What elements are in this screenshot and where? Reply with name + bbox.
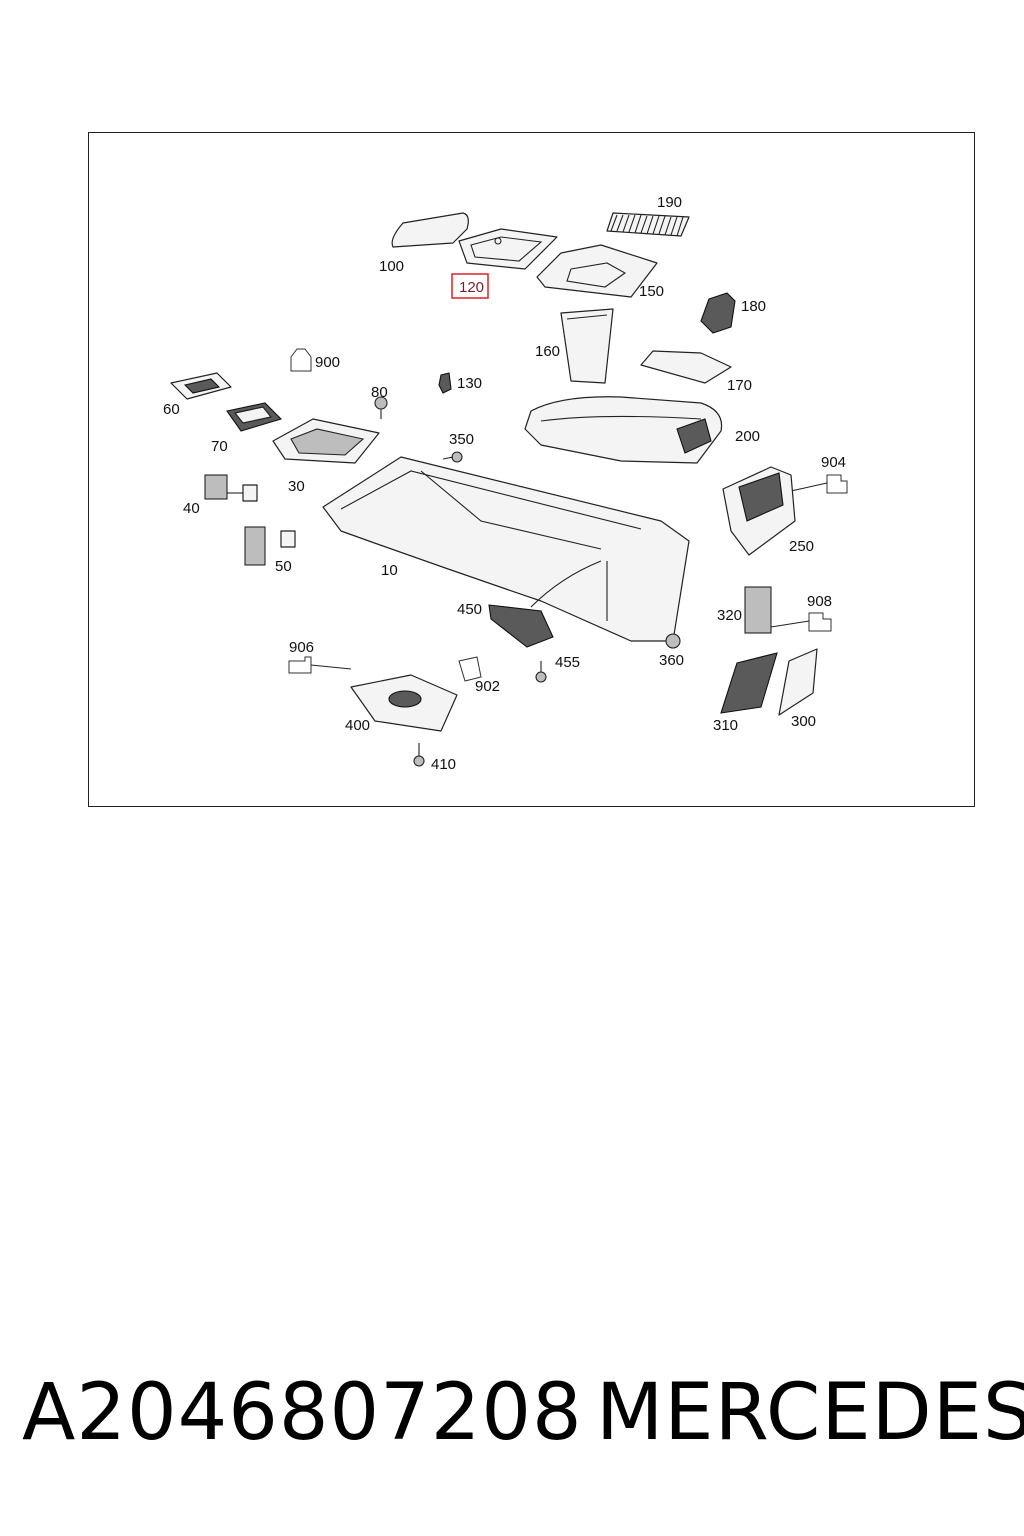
label-300: 300 xyxy=(791,713,816,730)
label-10: 10 xyxy=(381,562,398,579)
label-50: 50 xyxy=(275,558,292,575)
part-60-tray xyxy=(170,372,232,400)
connector-904 xyxy=(790,474,848,494)
part-410-screw xyxy=(413,743,425,767)
part-130-clip xyxy=(438,372,452,394)
part-450-bracket xyxy=(488,604,554,648)
footer: A2046807208 MERCEDES xyxy=(0,1368,1024,1478)
part-310-bracket xyxy=(720,652,778,714)
part-180-clip xyxy=(700,292,736,334)
part-number: A2046807208 xyxy=(22,1368,583,1458)
label-310: 310 xyxy=(713,717,738,734)
label-320: 320 xyxy=(717,607,742,624)
label-120[interactable]: 120 xyxy=(459,279,484,296)
label-80: 80 xyxy=(371,384,388,401)
label-906: 906 xyxy=(289,639,314,656)
part-320-socket xyxy=(744,586,772,634)
label-160: 160 xyxy=(535,343,560,360)
part-200-armrest xyxy=(524,396,723,464)
part-190-grille xyxy=(606,212,690,237)
label-130: 130 xyxy=(457,375,482,392)
connector-908 xyxy=(770,612,832,632)
highlight-box xyxy=(451,273,489,299)
part-360-nut xyxy=(665,633,681,649)
part-50-socket xyxy=(244,526,296,566)
label-908: 908 xyxy=(807,593,832,610)
label-360: 360 xyxy=(659,652,684,669)
connector-906 xyxy=(288,656,352,674)
part-40-socket xyxy=(204,474,258,502)
label-70: 70 xyxy=(211,438,228,455)
label-455: 455 xyxy=(555,654,580,671)
part-170-mat xyxy=(640,350,732,384)
part-70-tray xyxy=(226,402,283,432)
label-150: 150 xyxy=(639,283,664,300)
label-400: 400 xyxy=(345,717,370,734)
label-904: 904 xyxy=(821,454,846,471)
part-350-screw xyxy=(442,451,463,463)
exploded-parts-diagram: 190 100 120 150 180 160 170 900 130 80 6… xyxy=(163,194,848,773)
parts-diagram-frame: 190 100 120 150 180 160 170 900 130 80 6… xyxy=(88,132,975,807)
part-400-unit xyxy=(350,674,458,732)
part-100-lid xyxy=(391,212,469,248)
label-410: 410 xyxy=(431,756,456,773)
part-455-screw xyxy=(535,661,547,683)
connector-902 xyxy=(458,656,482,682)
label-180: 180 xyxy=(741,298,766,315)
part-120-frame xyxy=(458,228,558,270)
label-350: 350 xyxy=(449,431,474,448)
brand-name: MERCEDES xyxy=(596,1368,1024,1458)
label-200: 200 xyxy=(735,428,760,445)
label-190: 190 xyxy=(657,194,682,211)
part-300-cover xyxy=(778,648,818,716)
part-150-trim xyxy=(536,244,658,298)
part-10-console xyxy=(322,456,690,642)
label-30: 30 xyxy=(288,478,305,495)
label-250: 250 xyxy=(789,538,814,555)
label-450: 450 xyxy=(457,601,482,618)
part-80-screw xyxy=(374,396,388,419)
label-900: 900 xyxy=(315,354,340,371)
part-160-cup xyxy=(560,308,614,384)
label-902: 902 xyxy=(475,678,500,695)
part-30-switch-panel xyxy=(272,418,380,464)
label-40: 40 xyxy=(183,500,200,517)
label-100: 100 xyxy=(379,258,404,275)
label-60: 60 xyxy=(163,401,180,418)
part-250-vent xyxy=(722,466,796,556)
connector-900 xyxy=(290,348,312,372)
label-170: 170 xyxy=(727,377,752,394)
